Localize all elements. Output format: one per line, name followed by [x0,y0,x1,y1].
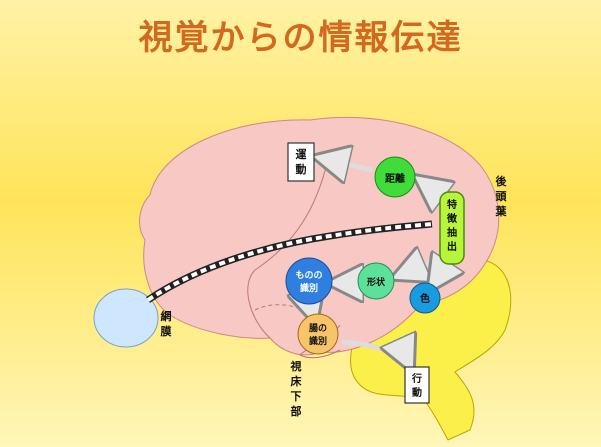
koutouyou-label-2: 頭 [496,190,508,203]
tokucho-label-1: 特 [447,198,457,211]
jiko-label-1: 腸の [309,323,327,334]
arrow-jiko-to-kousei [341,342,410,366]
tokucho-node [439,191,465,265]
koutouyou-label-3: 葉 [495,204,508,218]
eye [93,288,159,348]
moumaku-label-1: 網 [161,309,172,323]
mono-node [285,257,333,305]
mono-label-1: ものの [295,270,322,281]
moumaku-label-2: 膜 [161,324,172,338]
kyori-label: 距離 [385,172,405,185]
undou-label-2: 動 [296,162,307,176]
undou-label-1: 運 [296,148,308,161]
tokucho-label-2: 徴 [446,212,458,225]
shishouka-label-4: 部 [291,404,302,418]
optic-pathway-dash [146,222,433,302]
koudou-label-2: 動 [412,386,422,399]
iro-node [409,282,441,314]
kyori-node [374,156,416,198]
iro-label: 色 [420,292,430,305]
keijou-label: 形状 [367,276,386,288]
sulcus-line [247,149,331,339]
mono-label-2: 識別 [300,282,318,294]
arrow-kyori-to-undou [320,158,373,170]
koudou-label-1: 行 [411,372,422,385]
koutouyou-label-1: 後 [496,174,508,188]
jiko-label-2: 識別 [309,335,327,347]
slide-title: 視覚からの情報伝達 [138,18,463,58]
shishouka-label-3: 下 [291,390,302,403]
koudou-box [404,366,430,404]
arrow-tokucho-to-kyori [420,180,444,198]
shishouka-label-2: 床 [291,374,303,388]
jiko-node [297,313,339,355]
tokucho-label-3: 抽 [447,226,457,239]
arrow-tokucho-to-iro [432,268,444,286]
shishouka-label-1: 視 [290,359,302,373]
keijou-node [357,262,395,300]
undou-box [287,142,315,182]
tokucho-label-4: 出 [447,240,457,253]
brainstem [350,259,512,441]
